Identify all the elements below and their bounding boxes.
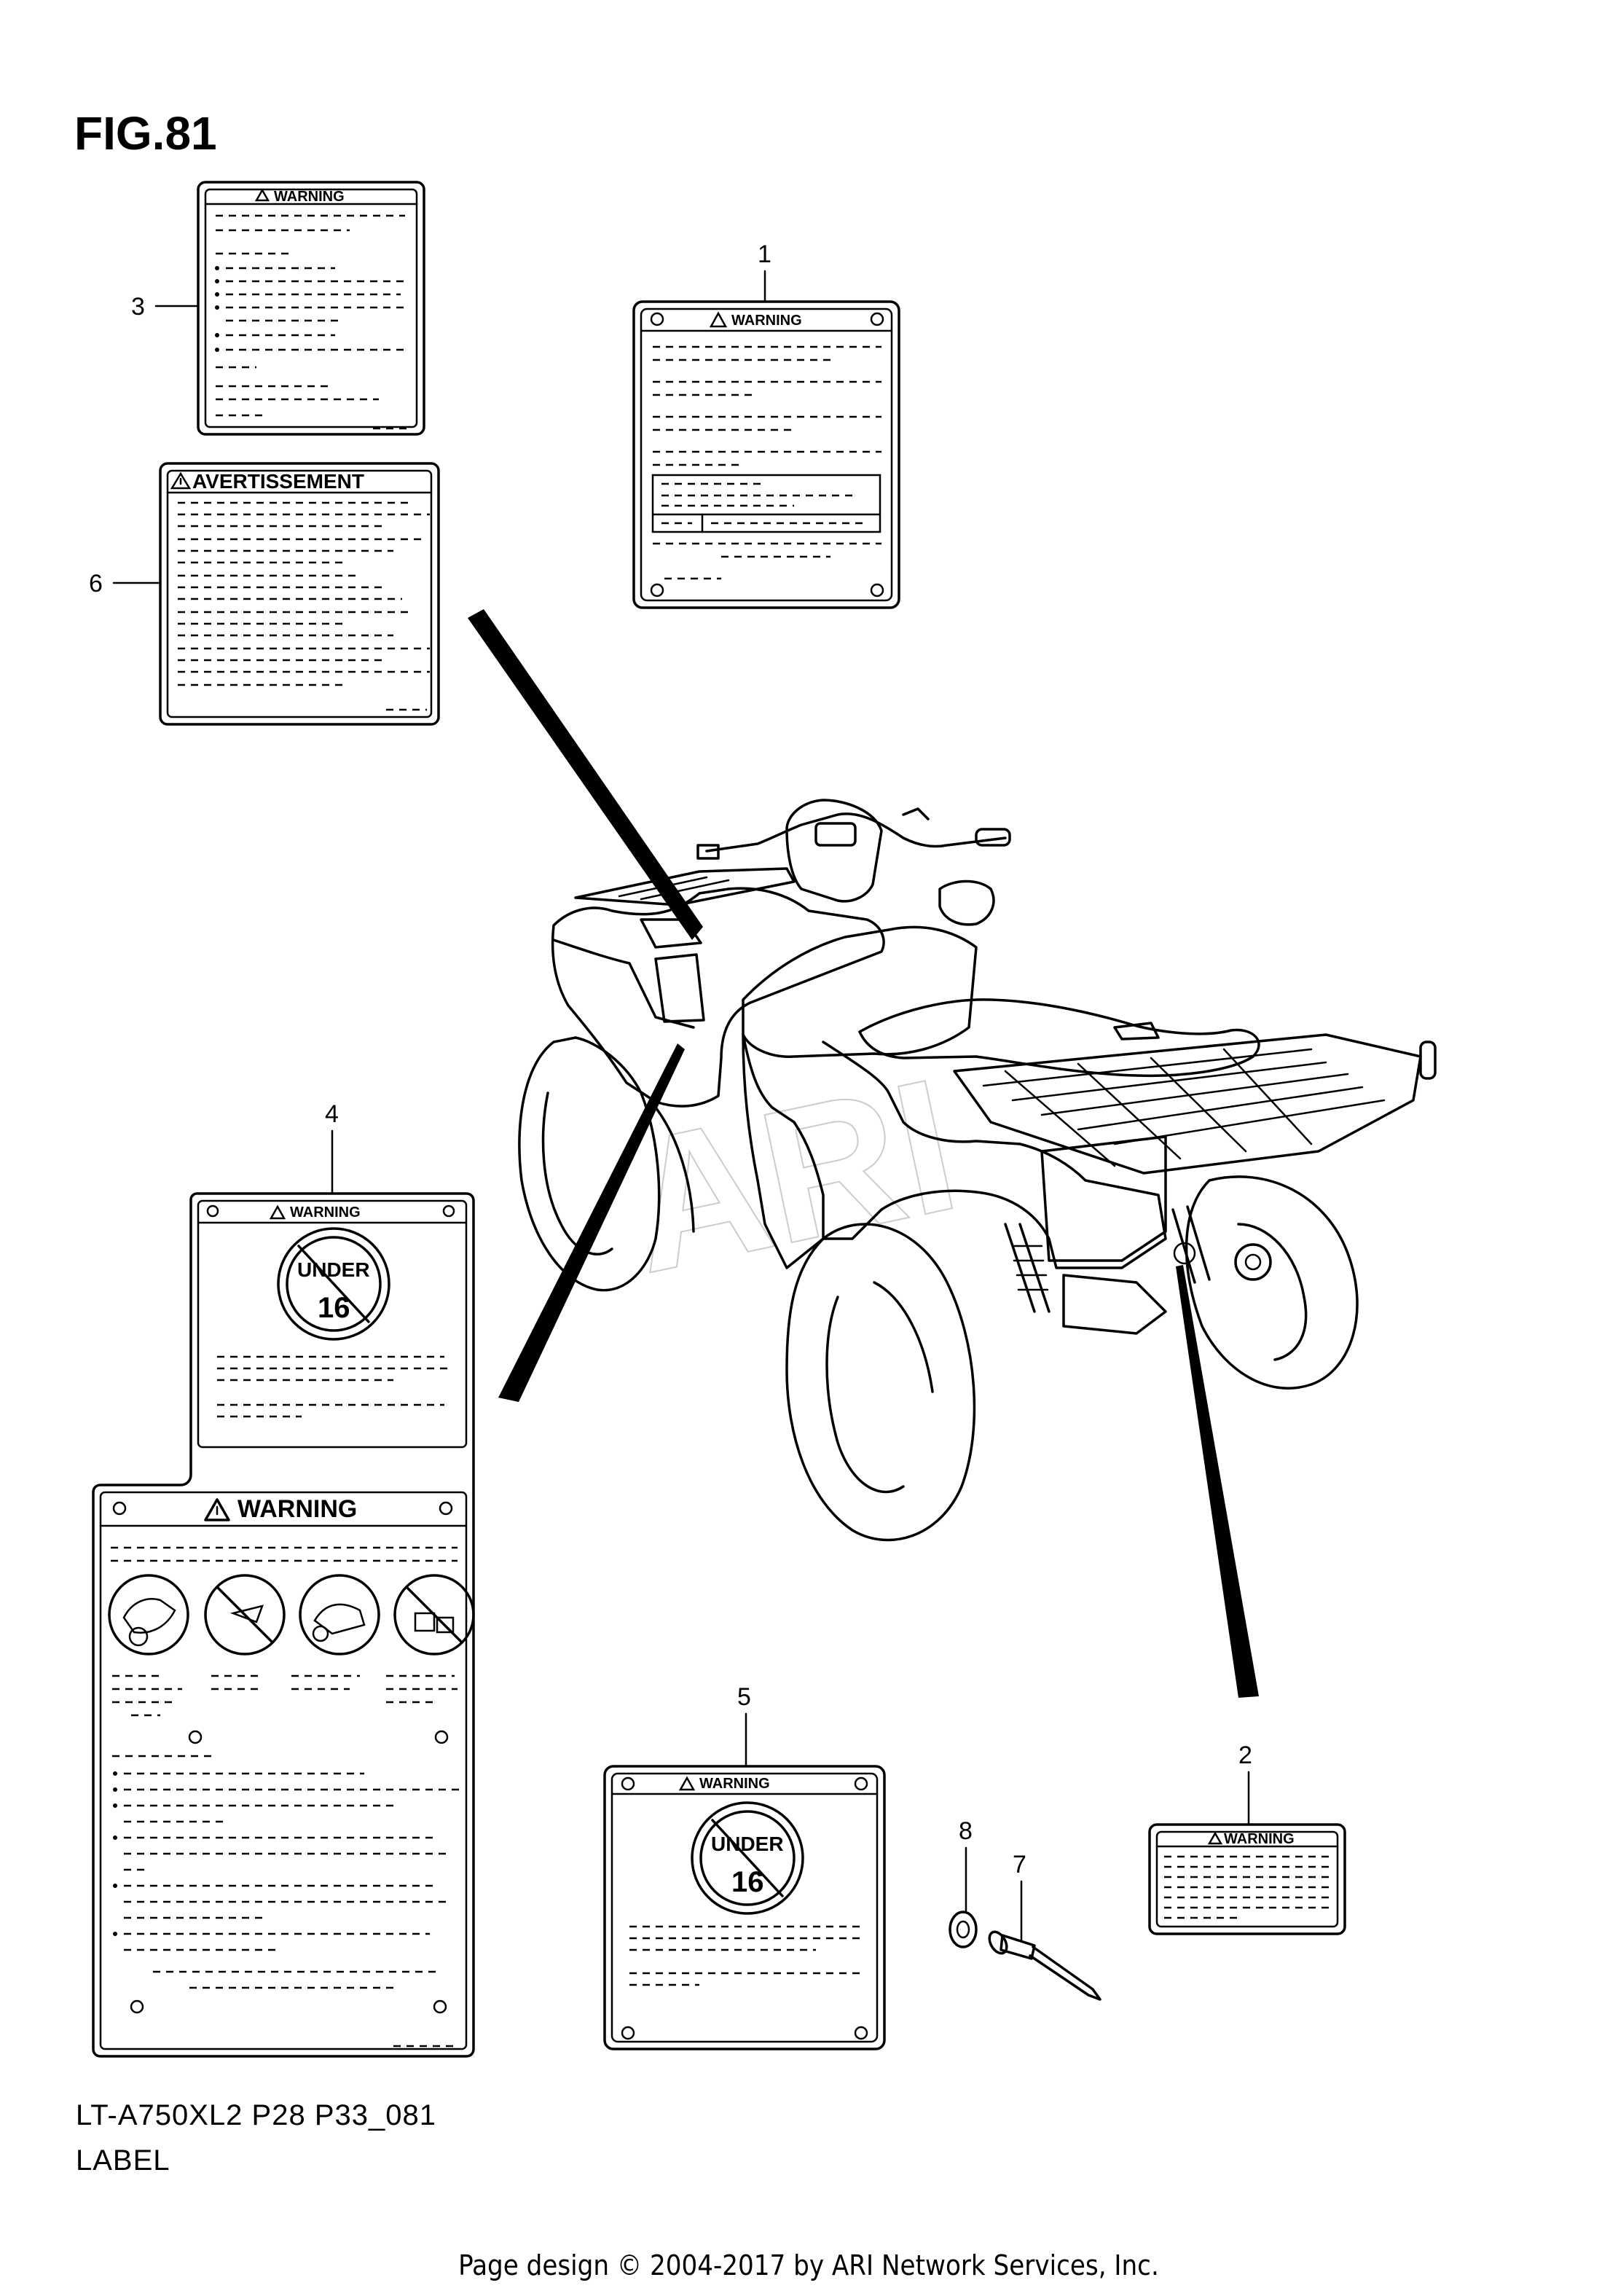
atv-illustration	[518, 799, 1437, 1542]
label-1[interactable]: WARNING	[632, 300, 900, 609]
callout-1-number: 1	[758, 240, 771, 268]
callout-6-number: 6	[89, 570, 103, 597]
callout-3-number: 3	[131, 293, 145, 321]
under-16-icon: UNDER 16	[277, 1227, 390, 1341]
callout-7: 7	[1013, 1851, 1026, 1943]
label-5[interactable]: WARNING UNDER 16	[603, 1765, 886, 2050]
under-16-icon: UNDER 16	[691, 1801, 804, 1915]
under-16-icon-under: UNDER	[711, 1833, 784, 1855]
model-code: LT-A750XL2 P28 P33_081	[76, 2099, 436, 2131]
figure-title: FIG.81	[74, 107, 217, 160]
warning-triangle-icon	[1207, 1831, 1223, 1845]
callout-8-number: 8	[959, 1817, 973, 1845]
prohibited-actions-icons	[108, 1574, 475, 1656]
callout-5: 5	[737, 1683, 751, 1768]
label-4-bottom-heading: WARNING	[237, 1495, 357, 1523]
label-3-heading: WARNING	[274, 189, 345, 205]
warning-triangle-icon	[678, 1776, 696, 1791]
warning-triangle-icon	[709, 311, 728, 328]
callout-4-number: 4	[325, 1100, 339, 1128]
label-3[interactable]: WARNING	[197, 181, 425, 436]
leader-wedges	[468, 609, 1259, 1698]
label-3-text-lines	[215, 214, 411, 430]
warning-triangle-icon	[269, 1204, 286, 1220]
group-name: LABEL	[76, 2144, 170, 2177]
label-2[interactable]: WARNING	[1148, 1823, 1346, 1935]
callout-1: 1	[758, 240, 771, 303]
copyright-credit: Page design © 2004-2017 by ARI Network S…	[458, 2249, 1159, 2281]
label-5-heading: WARNING	[699, 1776, 770, 1792]
warning-triangle-icon	[170, 471, 192, 490]
callout-8: 8	[959, 1817, 973, 1912]
label-4-bottom-text-lines	[112, 1674, 459, 2048]
label-1-heading: WARNING	[731, 313, 802, 329]
callout-5-number: 5	[737, 1683, 751, 1711]
label-6-text-lines	[178, 501, 430, 711]
label-4-top-heading: WARNING	[290, 1204, 361, 1221]
label-6[interactable]: AVERTISSEMENT	[159, 462, 440, 726]
warning-triangle-icon	[204, 1498, 230, 1521]
callout-4: 4	[325, 1100, 339, 1195]
label-2-heading: WARNING	[1224, 1831, 1295, 1847]
label-4[interactable]: WARNING UNDER 16 WARNING	[92, 1192, 475, 2058]
under-16-icon-age: 16	[318, 1292, 350, 1324]
label-1-text-lines	[651, 345, 881, 580]
label-6-heading: AVERTISSEMENT	[192, 470, 364, 493]
callout-7-number: 7	[1013, 1851, 1026, 1878]
callout-2: 2	[1238, 1741, 1252, 1826]
label-2-text-lines	[1164, 1855, 1330, 1919]
label-4-top-text-lines	[217, 1355, 452, 1418]
warning-triangle-icon	[254, 188, 270, 202]
label-5-text-lines	[629, 1925, 860, 1986]
callout-3: 3	[131, 293, 200, 321]
under-16-icon-under: UNDER	[297, 1258, 370, 1281]
under-16-icon-age: 16	[731, 1866, 764, 1898]
callout-2-number: 2	[1238, 1741, 1252, 1769]
part-7-rivet[interactable]	[986, 1929, 1101, 2001]
part-8-washer[interactable]	[949, 1911, 978, 1948]
callout-6: 6	[89, 570, 162, 597]
